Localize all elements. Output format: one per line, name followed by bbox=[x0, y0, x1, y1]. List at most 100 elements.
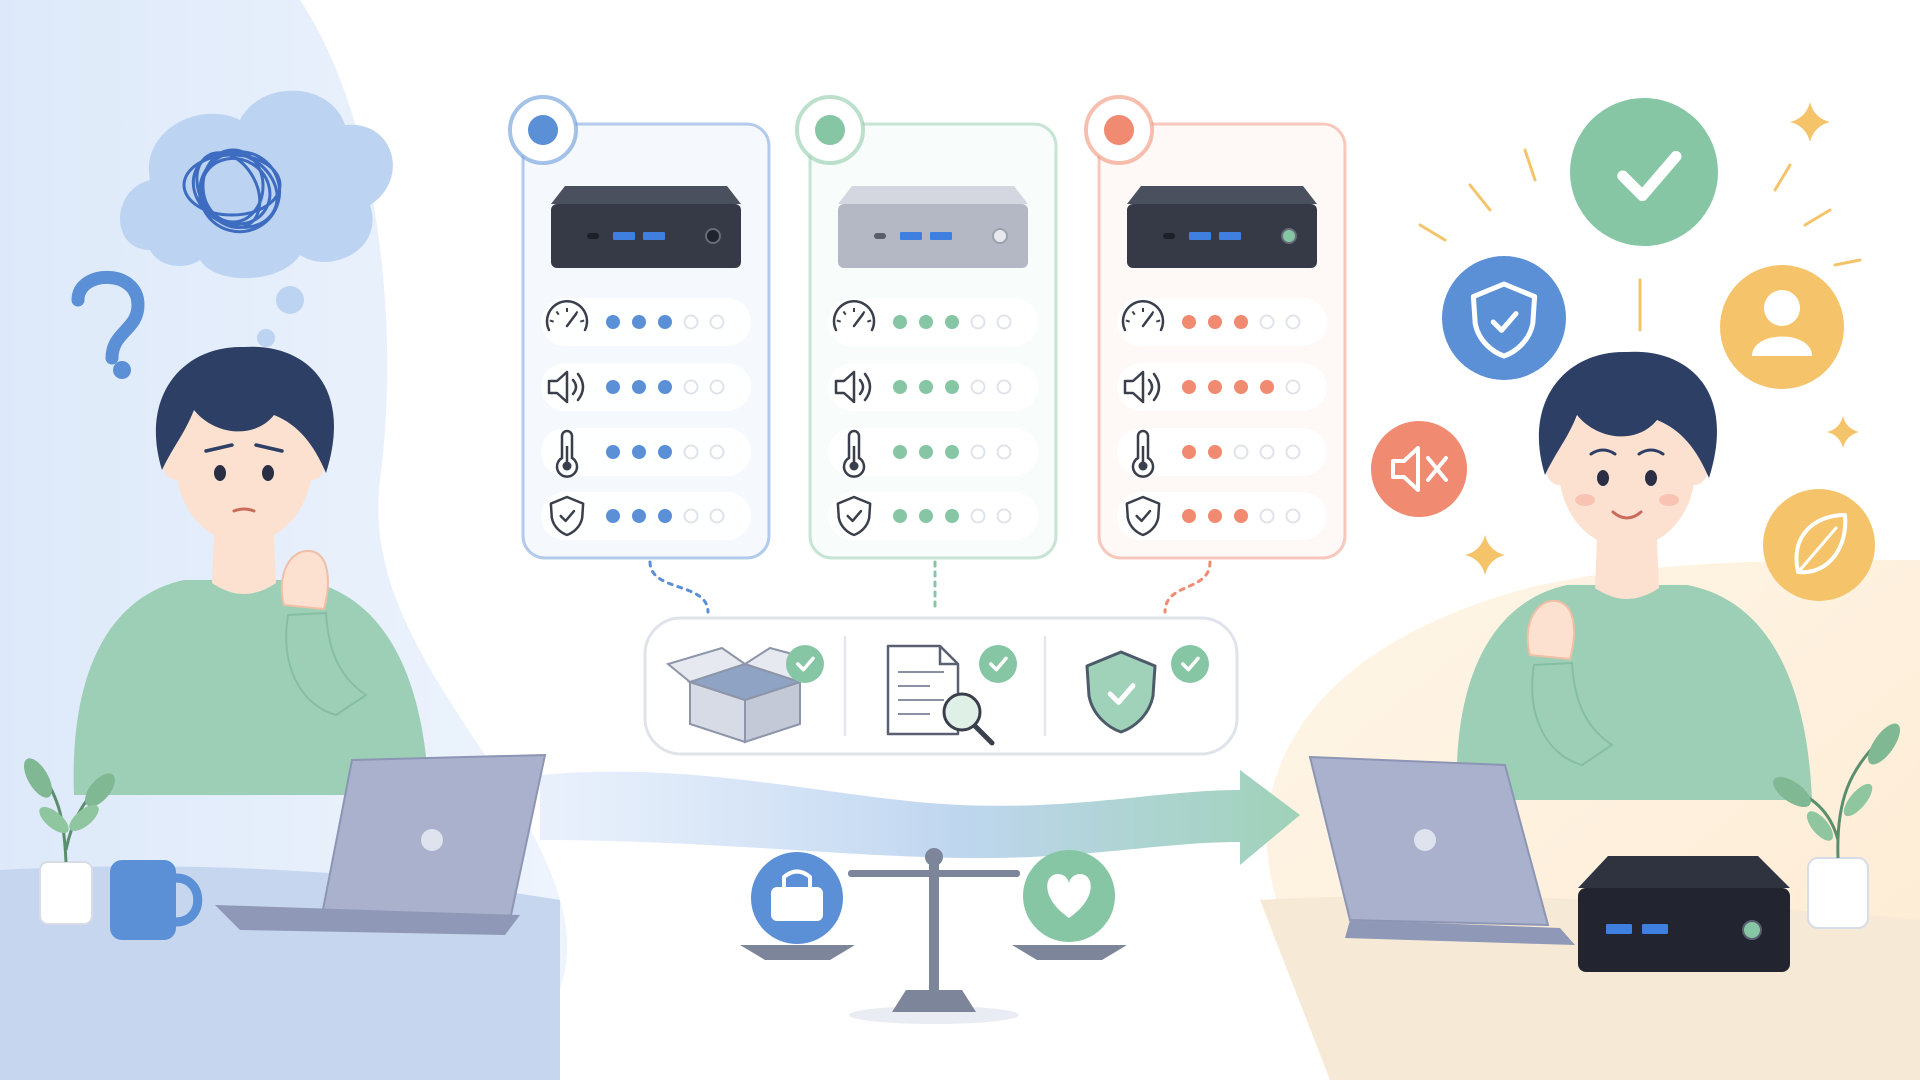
mini-pc-device bbox=[551, 186, 741, 268]
rating-dot-empty bbox=[1259, 444, 1275, 460]
arm-sleeve bbox=[285, 611, 368, 717]
rating-dot-empty bbox=[1285, 379, 1301, 395]
sparkle-ray bbox=[1773, 163, 1792, 192]
rating-dot-empty bbox=[970, 508, 986, 524]
sparkle-star-icon bbox=[1827, 416, 1859, 448]
hand bbox=[280, 549, 329, 611]
rating-dot-empty bbox=[683, 444, 699, 460]
happy-person bbox=[1260, 351, 1920, 1080]
rating-dot-empty bbox=[1285, 444, 1301, 460]
plant-icon bbox=[1773, 723, 1901, 859]
rating-dot-filled bbox=[1234, 509, 1248, 523]
check-circle-icon bbox=[1570, 98, 1718, 246]
usb-port-icon bbox=[1606, 924, 1632, 934]
hair bbox=[155, 346, 334, 473]
rating-dot-filled bbox=[658, 315, 672, 329]
rating-dot-filled bbox=[606, 315, 620, 329]
sparkle-star-icon bbox=[1790, 102, 1830, 142]
arm-sleeve bbox=[1531, 661, 1614, 767]
rating-dot-empty bbox=[996, 379, 1012, 395]
laptop-base bbox=[1345, 920, 1575, 945]
rating-dot-filled bbox=[632, 315, 646, 329]
mouth bbox=[232, 507, 256, 513]
rating-dot-filled bbox=[632, 445, 646, 459]
rating-dot-empty bbox=[1259, 508, 1275, 524]
eyebrow bbox=[1589, 448, 1617, 456]
usb-port-icon bbox=[1642, 924, 1668, 934]
rating-dot-empty bbox=[970, 379, 986, 395]
rating-dot-empty bbox=[709, 314, 725, 330]
briefcase-icon bbox=[751, 852, 843, 944]
eyebrow bbox=[204, 443, 234, 453]
device-top bbox=[1127, 186, 1317, 204]
eye bbox=[1645, 470, 1657, 486]
thought-bubble bbox=[257, 329, 275, 347]
card-marker-dot bbox=[1104, 115, 1134, 145]
cheek bbox=[1575, 494, 1595, 506]
rating-dot-filled bbox=[1234, 315, 1248, 329]
power-button-icon bbox=[705, 228, 721, 244]
rating-dot-filled bbox=[1182, 445, 1196, 459]
port-icon bbox=[587, 233, 599, 239]
rating-dot-empty bbox=[683, 508, 699, 524]
usb-port-icon bbox=[930, 232, 952, 240]
rating-dot-filled bbox=[658, 380, 672, 394]
coffee-mug bbox=[110, 860, 176, 940]
rating-dot-filled bbox=[658, 509, 672, 523]
comparison-cards bbox=[508, 95, 1347, 560]
open-box-icon bbox=[665, 646, 825, 744]
eye bbox=[214, 465, 226, 481]
rating-dot-empty bbox=[683, 379, 699, 395]
leaf-icon bbox=[1763, 489, 1875, 601]
rating-dot-empty bbox=[996, 508, 1012, 524]
rating-dot-empty bbox=[1233, 444, 1249, 460]
rating-dot-filled bbox=[1234, 380, 1248, 394]
mute-icon bbox=[1371, 421, 1467, 517]
rating-dot-filled bbox=[1260, 380, 1274, 394]
neck bbox=[212, 535, 276, 594]
scale-shadow bbox=[849, 1006, 1019, 1024]
benefit-icons bbox=[1371, 98, 1875, 601]
card-coral bbox=[1084, 95, 1347, 560]
rating-dot-filled bbox=[919, 315, 933, 329]
face bbox=[1559, 392, 1695, 548]
rating-row-noise bbox=[1117, 363, 1327, 411]
usb-port-icon bbox=[900, 232, 922, 240]
shield-check-icon bbox=[549, 495, 585, 537]
port-icon bbox=[874, 233, 886, 239]
rating-row-performance bbox=[1117, 298, 1327, 346]
eye bbox=[1597, 470, 1609, 486]
rating-dot-filled bbox=[919, 380, 933, 394]
usb-port-icon bbox=[1219, 232, 1241, 240]
mini-pc-device bbox=[1578, 856, 1790, 972]
rating-dot-filled bbox=[893, 380, 907, 394]
rating-dot-empty bbox=[683, 314, 699, 330]
question-mark-icon bbox=[71, 270, 145, 379]
rating-dot-filled bbox=[1182, 380, 1196, 394]
check-badge-icon bbox=[1171, 645, 1209, 683]
usb-port-icon bbox=[1189, 232, 1211, 240]
rating-dot-filled bbox=[1208, 509, 1222, 523]
gauge-icon bbox=[832, 300, 876, 332]
shield-check-icon bbox=[1125, 495, 1161, 537]
rating-dot-filled bbox=[1208, 445, 1222, 459]
speaker-icon bbox=[1123, 370, 1161, 404]
rating-dot-filled bbox=[1182, 509, 1196, 523]
rating-row-noise bbox=[541, 363, 751, 411]
rating-dot-filled bbox=[893, 445, 907, 459]
scale-pan-left bbox=[740, 945, 855, 960]
rating-row-temperature bbox=[1117, 428, 1327, 478]
progress-arrow bbox=[540, 770, 1300, 865]
card-blue bbox=[508, 95, 771, 560]
port-icon bbox=[1163, 233, 1175, 239]
shield-check-icon bbox=[836, 495, 872, 537]
rating-dot-empty bbox=[996, 314, 1012, 330]
scale-pan-right bbox=[1012, 945, 1127, 960]
speaker-icon bbox=[834, 370, 872, 404]
eyebrow bbox=[1637, 448, 1665, 456]
mini-pc-device bbox=[1127, 186, 1317, 268]
card-marker-dot bbox=[528, 115, 558, 145]
rating-dot-empty bbox=[709, 508, 725, 524]
